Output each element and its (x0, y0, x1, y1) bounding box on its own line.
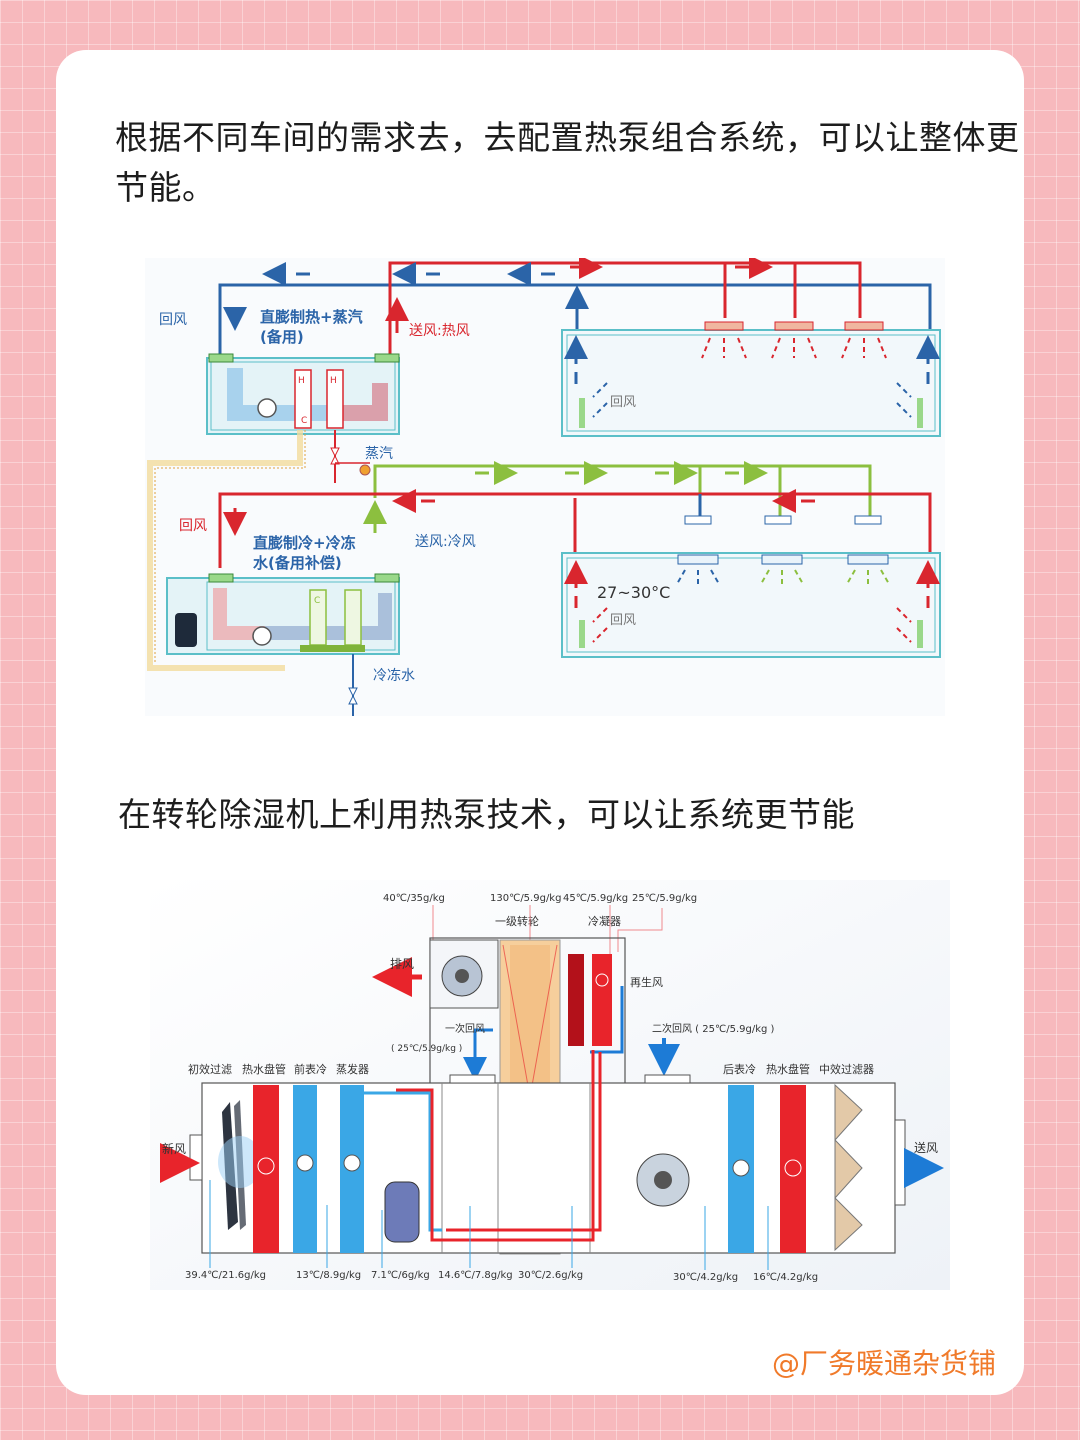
svg-text:一次回风: 一次回风 (445, 1022, 485, 1035)
bottom-unit-title-1: 直膨制冷+冷冻 (253, 534, 356, 552)
svg-text:后表冷: 后表冷 (723, 1062, 756, 1076)
author-watermark: @厂务暖通杂货铺 (771, 1347, 996, 1380)
top-unit-title-2: (备用) (260, 328, 304, 346)
svg-text:7.1℃/6g/kg: 7.1℃/6g/kg (371, 1270, 430, 1281)
svg-text:C: C (301, 416, 307, 426)
svg-text:热水盘管: 热水盘管 (242, 1062, 286, 1076)
svg-text:( 25℃/5.9g/kg ): ( 25℃/5.9g/kg ) (391, 1044, 462, 1054)
top-unit-title-1: 直膨制热+蒸汽 (260, 308, 363, 326)
svg-text:30℃/2.6g/kg: 30℃/2.6g/kg (518, 1270, 583, 1281)
svg-text:初效过滤: 初效过滤 (188, 1062, 232, 1076)
svg-text:16℃/4.2g/kg: 16℃/4.2g/kg (753, 1272, 818, 1283)
svg-text:45℃/5.9g/kg: 45℃/5.9g/kg (563, 893, 628, 904)
top-return-air-label: 回风 (159, 312, 187, 328)
steam-label: 蒸汽 (365, 446, 393, 462)
svg-text:30℃/4.2g/kg: 30℃/4.2g/kg (673, 1272, 738, 1283)
heat-pump-combination-diagram: H H C 回风 直膨制热+蒸汽 (备用) 送风:热风 蒸汽 回风 (145, 258, 945, 716)
bottom-room-return-air-label: 回风 (610, 613, 636, 628)
svg-text:前表冷: 前表冷 (294, 1062, 327, 1076)
svg-text:13℃/8.9g/kg: 13℃/8.9g/kg (296, 1270, 361, 1281)
svg-text:25℃/5.9g/kg: 25℃/5.9g/kg (632, 893, 697, 904)
room-temperature-label: 27~30°C (597, 583, 670, 602)
svg-text:再生风: 再生风 (630, 975, 663, 989)
svg-text:新风: 新风 (162, 1141, 186, 1156)
desiccant-wheel-heat-pump-diagram: 40℃/35g/kg 130℃/5.9g/kg 45℃/5.9g/kg 25℃/… (150, 880, 950, 1290)
bottom-return-air-label: 回风 (179, 518, 207, 534)
svg-text:130℃/5.9g/kg: 130℃/5.9g/kg (490, 893, 561, 904)
svg-text:蒸发器: 蒸发器 (336, 1062, 369, 1076)
svg-text:C: C (314, 596, 320, 606)
svg-text:中效过滤器: 中效过滤器 (819, 1062, 874, 1076)
svg-text:一级转轮: 一级转轮 (495, 914, 539, 928)
svg-text:H: H (330, 376, 337, 386)
svg-text:二次回风 ( 25℃/5.9g/kg ): 二次回风 ( 25℃/5.9g/kg ) (652, 1022, 775, 1035)
svg-text:39.4℃/21.6g/kg: 39.4℃/21.6g/kg (185, 1270, 266, 1281)
svg-text:14.6℃/7.8g/kg: 14.6℃/7.8g/kg (438, 1270, 513, 1281)
chilled-water-label: 冷冻水 (373, 667, 415, 684)
hot-supply-air-label: 送风:热风 (409, 323, 470, 339)
svg-text:40℃/35g/kg: 40℃/35g/kg (383, 893, 445, 904)
heading-heat-pump-combination: 根据不同车间的需求去，去配置热泵组合系统，可以让整体更节能。 (115, 118, 1020, 207)
bottom-unit-title-2: 水(备用补偿) (253, 554, 342, 572)
svg-text:热水盘管: 热水盘管 (766, 1062, 810, 1076)
svg-text:排风: 排风 (390, 957, 414, 971)
top-room-return-air-label: 回风 (610, 395, 636, 410)
cold-supply-air-label: 送风:冷风 (415, 534, 476, 550)
svg-text:冷凝器: 冷凝器 (588, 914, 621, 928)
svg-text:H: H (298, 376, 305, 386)
svg-text:送风: 送风 (914, 1140, 938, 1155)
heading-desiccant-wheel: 在转轮除湿机上利用热泵技术，可以让系统更节能 (118, 795, 855, 834)
